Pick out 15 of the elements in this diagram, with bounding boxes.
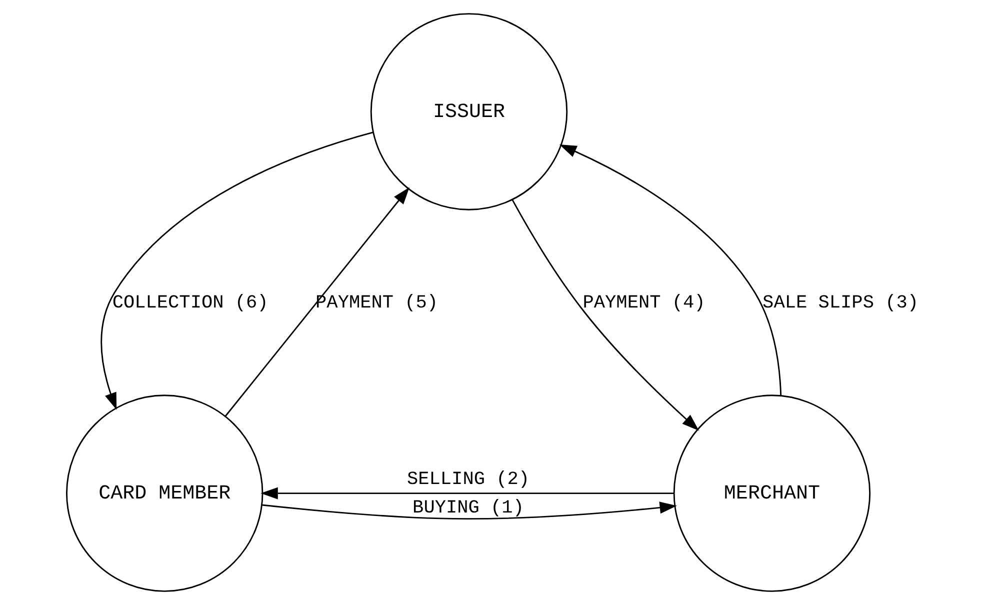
arrow xyxy=(100,132,373,410)
node-circle: MERCHANT xyxy=(672,394,870,592)
arrow xyxy=(558,144,782,396)
edge-label: PAYMENT (5) xyxy=(315,292,438,314)
edge-label: SELLING (2) xyxy=(406,468,530,490)
edge-label: SALE SLIPS (3) xyxy=(762,292,918,314)
arrow xyxy=(262,502,676,520)
arrow xyxy=(224,187,409,417)
edge-label: COLLECTION (6) xyxy=(112,292,268,314)
arrow xyxy=(511,200,698,431)
node-circle: ISSUER xyxy=(370,13,568,210)
arrow xyxy=(260,487,674,500)
edge-label: PAYMENT (4) xyxy=(582,292,705,314)
node-circle: CARD MEMBER xyxy=(66,394,263,592)
edge-label: BUYING (1) xyxy=(412,497,524,518)
